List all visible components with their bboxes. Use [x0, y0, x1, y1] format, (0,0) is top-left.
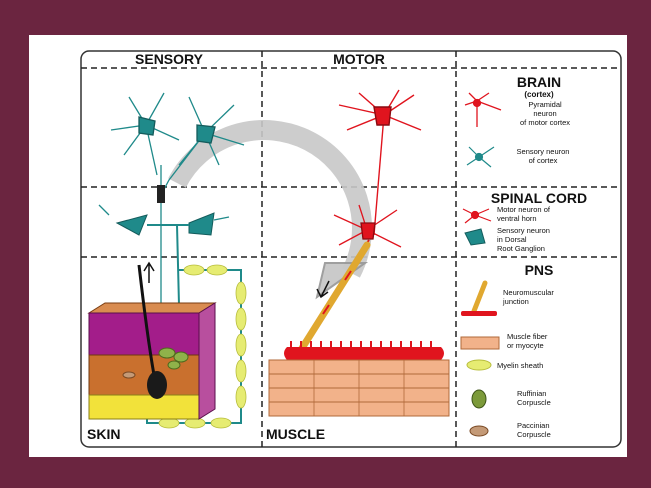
muscle-block: [269, 341, 449, 416]
label-muscle: MUSCLE: [266, 426, 325, 442]
legend-pyramidal-label: Pyramidal neuron of motor cortex: [520, 100, 570, 127]
svg-text:Corpuscle: Corpuscle: [517, 430, 551, 439]
header-pns: PNS: [525, 262, 554, 278]
legend-sensory-cortex-label: Sensory neuron of cortex: [517, 147, 570, 165]
reflex-arc-arrow: [177, 130, 365, 297]
legend-muscle-fiber-label: Muscle fiber or myocyte: [507, 332, 548, 350]
legend-ruffinian-label: Ruffinian Corpuscle: [517, 389, 551, 407]
diagram-canvas: SENSORY MOTOR BRAIN (cortex) SPINAL CORD…: [29, 35, 627, 457]
drg-sensory-neurons: [99, 205, 229, 305]
svg-text:in Dorsal: in Dorsal: [497, 235, 527, 244]
svg-text:of motor cortex: of motor cortex: [520, 118, 570, 127]
legend-pyramidal-icon: [465, 93, 501, 127]
legend-sensory-cortex-icon: [467, 147, 494, 167]
legend-ruffinian-icon: [472, 390, 486, 408]
svg-text:Motor neuron of: Motor neuron of: [497, 205, 551, 214]
legend-nmj-label: Neuromuscular junction: [502, 288, 554, 306]
header-motor: MOTOR: [333, 51, 385, 67]
svg-text:junction: junction: [502, 297, 529, 306]
legend-drg-icon: [465, 229, 485, 245]
svg-text:Pyramidal: Pyramidal: [528, 100, 562, 109]
header-brain-sub: (cortex): [524, 90, 554, 99]
legend-muscle-fiber-icon: [461, 337, 499, 349]
motor-axon-myelin: [299, 245, 367, 353]
legend-nmj-icon: [461, 283, 497, 316]
svg-text:Corpuscle: Corpuscle: [517, 398, 551, 407]
legend-paccinian-label: Paccinian Corpuscle: [517, 421, 551, 439]
svg-text:Paccinian: Paccinian: [517, 421, 550, 430]
svg-text:Sensory neuron: Sensory neuron: [517, 147, 570, 156]
svg-text:ventral horn: ventral horn: [497, 214, 537, 223]
legend-paccinian-icon: [470, 426, 488, 436]
svg-text:Neuromuscular: Neuromuscular: [503, 288, 554, 297]
legend-drg-label: Sensory neuron in Dorsal Root Ganglion: [497, 226, 550, 253]
afferent-arrow: [144, 263, 154, 283]
header-spinal-cord: SPINAL CORD: [491, 190, 587, 206]
diagram: SENSORY MOTOR BRAIN (cortex) SPINAL CORD…: [29, 35, 627, 457]
skin-block: [89, 265, 215, 419]
svg-text:Sensory neuron: Sensory neuron: [497, 226, 550, 235]
svg-text:of cortex: of cortex: [529, 156, 558, 165]
svg-text:neuron: neuron: [533, 109, 556, 118]
svg-text:Muscle fiber: Muscle fiber: [507, 332, 548, 341]
legend-myelin-label: Myelin sheath: [497, 361, 543, 370]
legend-motor-ventral-icon: [463, 209, 491, 223]
legend-myelin-icon: [467, 360, 491, 370]
legend-motor-ventral-label: Motor neuron of ventral horn: [497, 205, 551, 223]
label-skin: SKIN: [87, 426, 120, 442]
svg-text:or myocyte: or myocyte: [507, 341, 544, 350]
header-sensory: SENSORY: [135, 51, 204, 67]
svg-text:Root Ganglion: Root Ganglion: [497, 244, 545, 253]
svg-text:Ruffinian: Ruffinian: [517, 389, 546, 398]
header-brain: BRAIN: [517, 74, 561, 90]
